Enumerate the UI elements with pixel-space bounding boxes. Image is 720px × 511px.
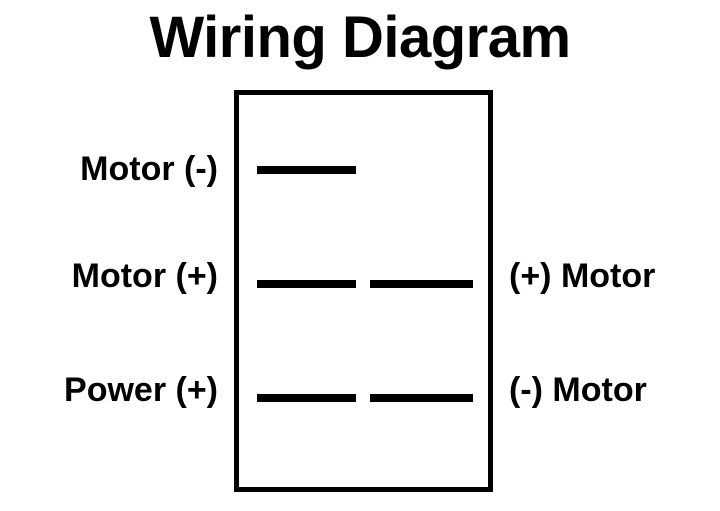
terminal-bar-row1-left [257,166,356,174]
terminal-label-row3-right: (-) Motor [509,371,647,409]
terminal-bar-row3-right [370,394,473,402]
terminal-bar-row2-right [370,280,473,288]
terminal-label-row2-left: Motor (+) [71,257,218,295]
terminal-label-row2-right: (+) Motor [509,257,656,295]
switch-body-rectangle [234,90,493,492]
terminal-bar-row2-left [257,280,356,288]
terminal-bar-row3-left [257,394,356,402]
terminal-label-row3-left: Power (+) [64,371,218,409]
page-title: Wiring Diagram [149,5,571,70]
terminal-label-row1-left: Motor (-) [80,150,218,188]
